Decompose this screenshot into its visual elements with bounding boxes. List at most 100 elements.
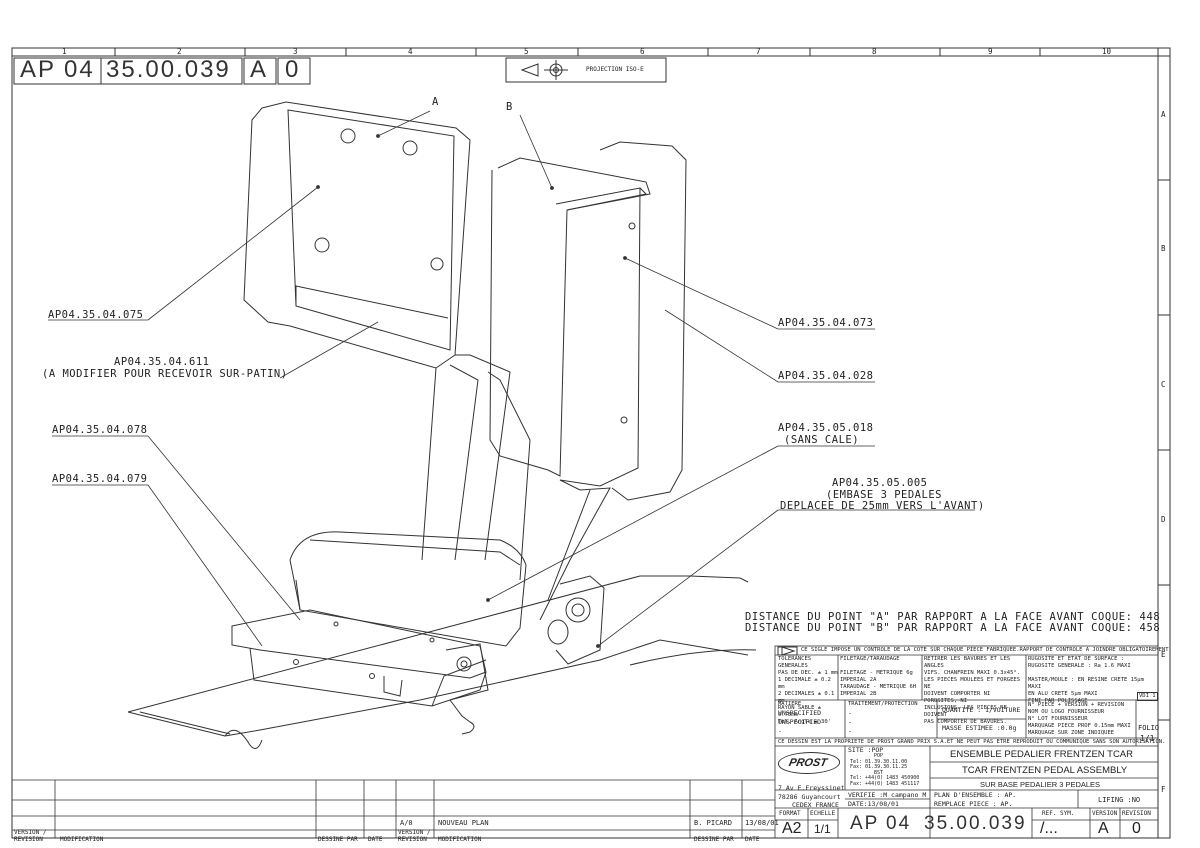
control-sigle-icon: [781, 646, 796, 656]
column-number: 10: [1102, 47, 1112, 56]
site-contact-line: Tel: +44(0) 1483 450900: [850, 775, 920, 782]
subtitle: SUR BASE PEDALIER 3 PEDALES: [980, 780, 1101, 789]
piece-info-cell: N° PIECE + VERSION + REVISION NOM OU LOG…: [1028, 702, 1138, 737]
format-label: FORMAT: [779, 810, 801, 817]
column-number: 4: [408, 47, 413, 56]
plan-ensemble: PLAN D'ENSEMBLE : AP.: [934, 791, 1017, 799]
filetage-line: IMPERIAL 2A: [840, 677, 877, 683]
filetage-line: [840, 663, 922, 670]
pedal-assembly-drawing: [127, 101, 757, 749]
traitement-label: TRAITEMENT/PROTECTION: [848, 701, 918, 707]
site-contact-line: BST: [874, 769, 884, 776]
bavures-line: VIFS. CHANFREIN MAXI 0.3x45°.: [924, 670, 1021, 676]
piece-info-line: N° PIECE + VERSION + REVISION: [1028, 702, 1125, 708]
row-letter: A: [1161, 110, 1166, 119]
company-address: 7 Av E.Freyssinet 78286 Guyancourt CEDEX…: [778, 784, 845, 810]
column-dividers: [114, 48, 1041, 56]
site-contact-line: POP: [874, 753, 884, 759]
header-date-left: DATE: [368, 836, 383, 843]
callout-5018-note: (SANS CALE): [784, 434, 860, 446]
bottom-code-group: 04: [886, 813, 912, 834]
title-fr: ENSEMBLE PEDALIER FRENTZEN TCAR: [950, 749, 1134, 760]
revision-label: REVISION: [1122, 810, 1151, 817]
control-sigle-frame: [777, 646, 798, 656]
row-letter: C: [1161, 380, 1166, 389]
callout-5005: AP04.35.05.005: [832, 477, 928, 489]
callout-078: AP04.35.04.078: [52, 424, 148, 436]
matiere-value: UNSPECIFIED: [778, 709, 822, 717]
header-modification-left: MODIFICATION: [60, 836, 104, 843]
tolerance-line: 2 DECIMALES ± 0.1 mm: [778, 691, 835, 704]
projection-symbol-icon: [520, 60, 568, 80]
matiere-label: MATIERE: [778, 701, 802, 707]
bavures-line: RETIRER LES BAVURES ET LES ANGLES: [924, 656, 1011, 669]
callout-073: AP04.35.04.073: [778, 317, 874, 329]
header-code-prefix: AP: [20, 56, 57, 83]
remplace-piece: REMPLACE PIECE : AP.: [934, 800, 1013, 808]
filetage-line: FILETAGE/TARAUDAGE: [840, 656, 900, 662]
projection-label: PROJECTION ISO-E: [586, 66, 644, 73]
title-block-lines: [774, 645, 1159, 839]
revision-entry-modification: NOUVEAU PLAN: [438, 819, 489, 827]
revision-entry-date: 13/08/01: [745, 819, 779, 827]
rugosite-line: RUGOSITE ET ETAT DE SURFACE :: [1028, 656, 1125, 662]
leader-lines: [48, 110, 975, 648]
point-a-label: A: [432, 96, 439, 108]
ref-sym-label: REF. SYM.: [1042, 810, 1075, 817]
callout-5005-note2: DEPLACEE DE 25mm VERS L'AVANT): [780, 500, 985, 512]
callout-075: AP04.35.04.075: [48, 309, 144, 321]
polissage-ref: VDI 1: [1137, 692, 1158, 701]
site-label: SITE :POP: [848, 746, 884, 754]
version-label: VERSION: [1092, 810, 1118, 817]
tolerance-line: 1 DECIMALE ± 0.2 mm: [778, 677, 831, 690]
folio-label: FOLIO: [1138, 724, 1160, 732]
header-modification-right: MODIFICATION: [438, 836, 482, 843]
header-code-revision: 0: [285, 56, 301, 83]
date-label: DATE:13/08/01: [848, 800, 899, 808]
callout-079: AP04.35.04.079: [52, 473, 148, 485]
site-contact-line: Fax: +44(0) 1483 451117: [850, 780, 920, 787]
control-note: CE SIGLE IMPOSE UN CONTROLE DE LA COTE S…: [801, 647, 1172, 653]
lifing: LIFING :NO: [1098, 796, 1141, 804]
format-value: A2: [782, 820, 802, 837]
piece-info-line: MARQUAGE PIECE PROF 0.15mm MAXI: [1028, 723, 1131, 729]
filetage-line: FILETAGE - METRIQUE 6g: [840, 670, 913, 676]
column-number: 1: [62, 47, 67, 56]
callout-5005-note1: (EMBASE 3 PEDALES: [826, 489, 942, 501]
column-number: 8: [872, 47, 877, 56]
tolerance-line: Tol. Angle ± 30': [778, 719, 831, 725]
column-number: 5: [524, 47, 529, 56]
filetage-cell: FILETAGE/TARAUDAGE FILETAGE - METRIQUE 6…: [840, 656, 922, 698]
matiere-values: UNSPECIFIED UNSPECIFIED -: [778, 709, 821, 736]
distance-point-a: DISTANCE DU POINT "A" PAR RAPPORT A LA F…: [745, 611, 1161, 623]
traitement-value: -: [848, 718, 852, 726]
address-line: 78286 Guyancourt: [778, 792, 841, 801]
bottom-code-number: 35.00.039: [924, 813, 1027, 834]
row-dividers: [1158, 179, 1170, 721]
rugosite-line: EN ALU CRETE 5µm MAXI: [1028, 691, 1098, 697]
column-number: 3: [293, 47, 298, 56]
row-letter: B: [1161, 244, 1166, 253]
row-letter: D: [1161, 515, 1166, 524]
rugosite-line: RUGOSITE GENERALE : Ra 1.6 MAXI: [1028, 663, 1131, 669]
header-date-right: DATE: [745, 836, 760, 843]
tolerance-line: RAYON SABLE ± 0.75mm: [778, 705, 822, 718]
column-number: 9: [988, 47, 993, 56]
header-code-group: 04: [64, 56, 95, 83]
bavures-line: DOIVENT COMPORTER NI POROSITES, NI: [924, 691, 991, 704]
row-letter: E: [1161, 650, 1166, 659]
bavures-line: PAS COMPORTER DE BAVURES.: [924, 719, 1007, 725]
ref-sym-value: /...: [1040, 820, 1058, 837]
title-en: TCAR FRENTZEN PEDAL ASSEMBLY: [962, 765, 1128, 776]
piece-info-line: NOM OU LOGO FOURNISSEUR: [1028, 709, 1105, 715]
propriete-note: CE DESSIN EST LA PROPRIETE DE PROST GRAN…: [778, 739, 1166, 745]
frame-border: [11, 47, 1171, 839]
site-contact-line: Tel: 01.39.30.11.00: [850, 758, 908, 765]
piece-info-line: N° LOT FOURNISSEUR: [1028, 716, 1088, 722]
site-contact-line: Fax: 01.39.30.11.25: [850, 764, 908, 771]
header-code-number: 35.00.039: [106, 56, 231, 83]
header-dessine-left: DESSINE PAR: [318, 836, 358, 843]
header-code-version: A: [250, 56, 269, 83]
prost-logo-text: PROST: [787, 757, 829, 769]
